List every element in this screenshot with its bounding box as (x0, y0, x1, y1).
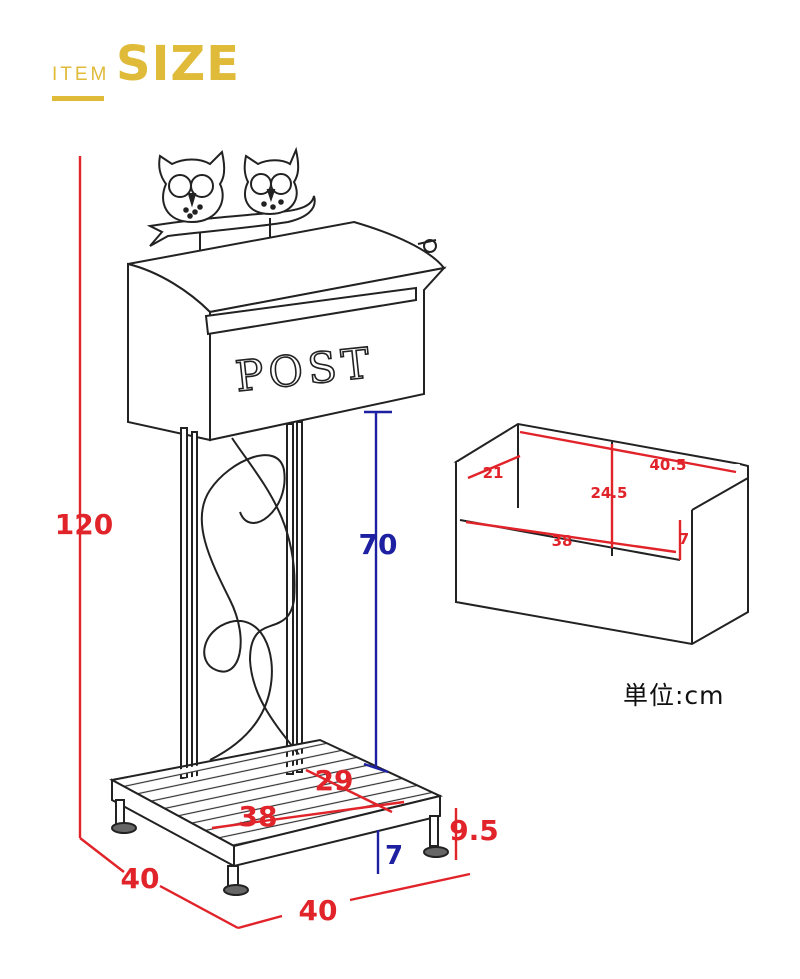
heading-title: SIZE (116, 36, 241, 92)
box-width-bottom-label: 38 (552, 532, 573, 550)
box-inset (453, 422, 749, 646)
width-label: 40 (299, 894, 338, 927)
base-width-inner-label: 38 (239, 800, 278, 833)
box-depth-label: 21 (483, 464, 504, 482)
dimension-lines-blue (363, 410, 392, 874)
dimension-lines (78, 156, 471, 930)
box-dimension-lines (465, 430, 737, 560)
stand-frame (180, 421, 303, 779)
mailbox-body (127, 220, 447, 442)
total-height-label: 120 (55, 508, 113, 541)
box-front-height-label: 7 (679, 530, 689, 548)
box-width-top-label: 40.5 (649, 456, 686, 474)
box-height-label: 24.5 (590, 484, 627, 502)
heading-prefix: ITEM (52, 64, 110, 85)
post-height-label: 70 (359, 528, 398, 561)
base-height-label: 9.5 (449, 814, 499, 847)
section-heading: ITEM SIZE (52, 30, 272, 102)
unit-label: 単位:cm (623, 681, 725, 710)
depth-label: 40 (121, 862, 160, 895)
foot-height-label: 7 (385, 841, 403, 871)
base-depth-inner-label: 29 (315, 764, 354, 797)
heading-underline (52, 96, 104, 101)
base-platform (109, 738, 449, 896)
owl-ornament (146, 146, 316, 256)
